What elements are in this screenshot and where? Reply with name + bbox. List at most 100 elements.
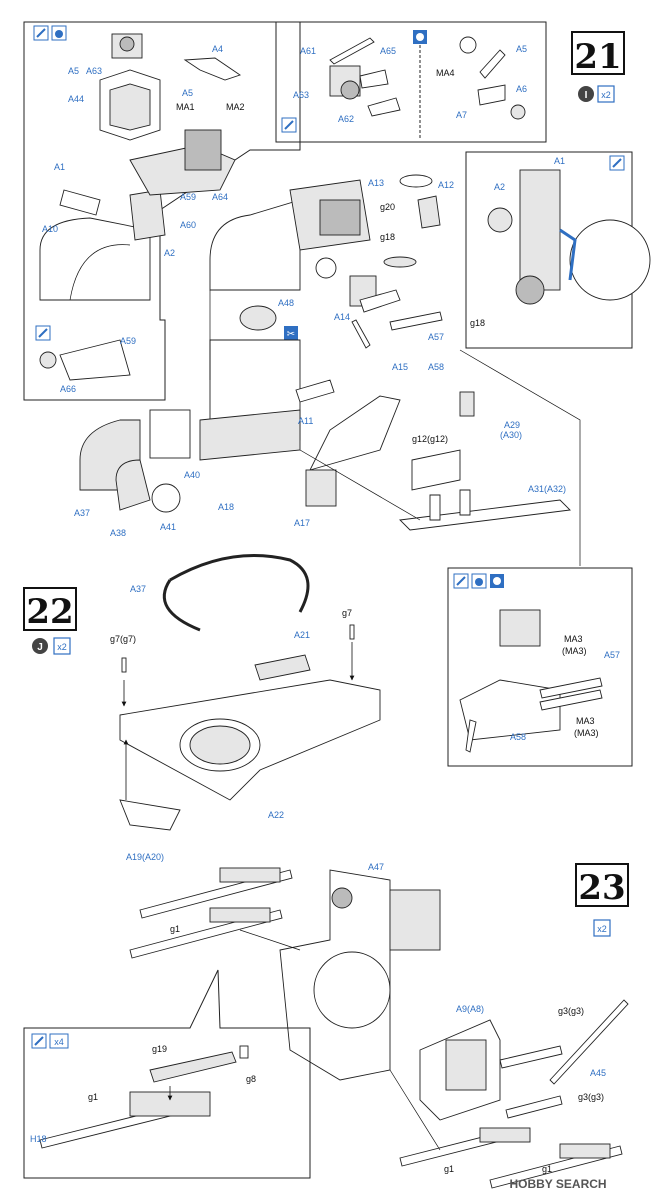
step-22: 22 J x2 A37 g7 g7(g7) A21 A22 bbox=[23, 554, 381, 862]
step-21-badge: I bbox=[585, 90, 588, 101]
part-g19 bbox=[149, 1051, 237, 1083]
detail-frame-lower-right bbox=[447, 567, 633, 767]
label-A21: A21 bbox=[294, 630, 310, 640]
label-MA4: MA4 bbox=[436, 68, 455, 78]
label-A61: A61 bbox=[300, 46, 316, 56]
label-A58: A58 bbox=[428, 362, 444, 372]
label-A1: A1 bbox=[54, 162, 65, 172]
label-A13: A13 bbox=[368, 178, 384, 188]
label-A22: A22 bbox=[268, 810, 284, 820]
label-A64: A64 bbox=[212, 192, 228, 202]
label-A11: A11 bbox=[298, 416, 313, 426]
label-A41: A41 bbox=[160, 522, 176, 532]
label-A59: A59 bbox=[120, 336, 136, 346]
label-A31: A31(A32) bbox=[528, 484, 566, 494]
label-A48: A48 bbox=[278, 298, 294, 308]
inset-qty: x4 bbox=[54, 1037, 64, 1047]
subassembly-frame-top bbox=[275, 21, 547, 143]
label-A60: A60 bbox=[180, 220, 196, 230]
label-MA1: MA1 bbox=[176, 102, 195, 112]
qty-icon bbox=[597, 85, 615, 103]
qty-icon bbox=[49, 1033, 69, 1049]
part-A9-mount bbox=[419, 1019, 501, 1121]
part-sprue-J-icon bbox=[32, 638, 48, 654]
qty-icon bbox=[53, 637, 71, 655]
label-A4: A4 bbox=[212, 44, 223, 54]
part-A48 bbox=[239, 305, 277, 331]
part-carriage-upper bbox=[209, 179, 371, 291]
glue-icon bbox=[31, 1033, 47, 1049]
label-A63: A63 bbox=[86, 66, 102, 76]
part-sight-assembly bbox=[329, 65, 401, 117]
label-A5: A5 bbox=[68, 66, 79, 76]
part-A66-A59 bbox=[39, 339, 131, 381]
part-guns-upper bbox=[129, 867, 293, 959]
assembly-tool-icon: ✂ bbox=[284, 326, 298, 340]
label-A15: A15 bbox=[392, 362, 408, 372]
part-A17 bbox=[305, 395, 401, 507]
paint-icon bbox=[51, 25, 67, 41]
part-g8 bbox=[239, 1045, 249, 1059]
part-A11 bbox=[295, 379, 335, 403]
part-A29 bbox=[459, 391, 475, 417]
label-g1: g1 bbox=[170, 924, 180, 934]
part-A4 bbox=[183, 57, 242, 81]
label-A5: A5 bbox=[182, 88, 193, 98]
part-A38-A41 bbox=[115, 459, 181, 513]
part-A10 bbox=[39, 217, 151, 301]
label-MA3-paren: (MA3) bbox=[574, 728, 599, 738]
part-A2 bbox=[129, 189, 166, 241]
label-A30: (A30) bbox=[500, 430, 522, 440]
label-MA3: MA3 bbox=[576, 716, 595, 726]
step-23-number: 23 bbox=[578, 868, 625, 908]
movable-icon bbox=[413, 30, 427, 44]
paint-icon bbox=[471, 573, 487, 589]
step-21-qty: x2 bbox=[601, 90, 611, 100]
step-23-qty: x2 bbox=[597, 924, 607, 934]
part-right-detail bbox=[487, 169, 651, 305]
part-A58-bracket bbox=[459, 609, 603, 753]
part-g1-detail bbox=[39, 1091, 211, 1149]
label-g7: g7 bbox=[342, 608, 352, 618]
label-g20: g20 bbox=[380, 202, 395, 212]
label-g3: g3(g3) bbox=[558, 1006, 584, 1016]
label-A44: A44 bbox=[68, 94, 84, 104]
label-A58: A58 bbox=[510, 732, 526, 742]
part-A5-A63 bbox=[111, 33, 143, 59]
part-gearbox bbox=[129, 129, 236, 196]
label-A65: A65 bbox=[380, 46, 396, 56]
subassembly-frame-left bbox=[23, 21, 301, 401]
glue-icon bbox=[33, 25, 49, 41]
svg-text:✂: ✂ bbox=[287, 329, 295, 340]
label-MA3-paren: (MA3) bbox=[562, 646, 587, 656]
label-A40: A40 bbox=[184, 470, 200, 480]
step-22-box bbox=[23, 587, 77, 631]
part-A5-MA4 bbox=[459, 36, 526, 120]
part-guns-lower bbox=[399, 1127, 623, 1189]
label-A59: A59 bbox=[180, 192, 196, 202]
label-A37: A37 bbox=[130, 584, 146, 594]
label-A29: A29 bbox=[504, 420, 520, 430]
detail-frame-gun bbox=[23, 969, 311, 1179]
glue-icon bbox=[453, 573, 469, 589]
part-A44 bbox=[99, 69, 161, 141]
part-A1 bbox=[59, 189, 101, 216]
part-A21 bbox=[254, 654, 311, 681]
step-23: 23 x2 bbox=[23, 862, 629, 1191]
step-22-badge: J bbox=[37, 642, 43, 653]
label-A18: A18 bbox=[218, 502, 234, 512]
watermark-text: HOBBY SEARCH bbox=[509, 1177, 606, 1191]
part-A14-A15 bbox=[349, 275, 401, 349]
label-g7-paren: g7(g7) bbox=[110, 634, 136, 644]
label-H18: H18 bbox=[30, 1134, 47, 1144]
label-g3: g3(g3) bbox=[578, 1092, 604, 1102]
part-A22-base bbox=[119, 679, 381, 801]
label-MA3: MA3 bbox=[564, 634, 583, 644]
part-A45 bbox=[549, 999, 629, 1085]
part-A57-A58 bbox=[389, 311, 443, 331]
part-A18-frame bbox=[199, 339, 301, 461]
label-A38: A38 bbox=[110, 528, 126, 538]
label-g12: g12(g12) bbox=[412, 434, 448, 444]
part-g12 bbox=[411, 449, 461, 491]
